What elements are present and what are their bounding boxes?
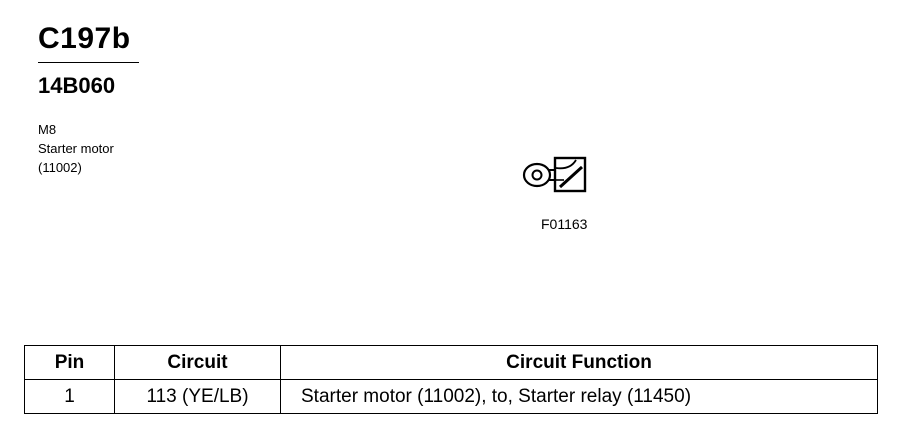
cell-circuit: 113 (YE/LB) [114, 379, 281, 414]
cell-circuit-function: Starter motor (11002), to, Starter relay… [280, 379, 878, 414]
component-reference: (11002) [38, 160, 82, 175]
connector-info: M8 Starter motor (11002) [38, 120, 114, 177]
part-number: 14B060 [38, 73, 116, 98]
header-pin: Pin [24, 345, 115, 380]
pin-table: Pin Circuit Circuit Function 1 113 (YE/L… [24, 345, 878, 414]
terminal-size: M8 [38, 122, 57, 137]
component-name: Starter motor [38, 141, 114, 156]
ring-terminal-icon [522, 156, 587, 193]
table-header-row: Pin Circuit Circuit Function [24, 345, 878, 380]
table-row: 1 113 (YE/LB) Starter motor (11002), to,… [24, 379, 878, 414]
title-underline [38, 62, 139, 63]
figure-id: F01163 [541, 216, 588, 232]
header-circuit: Circuit [114, 345, 281, 380]
cell-pin: 1 [24, 379, 115, 414]
connector-code: C197b [38, 22, 131, 55]
header-circuit-function: Circuit Function [280, 345, 878, 380]
